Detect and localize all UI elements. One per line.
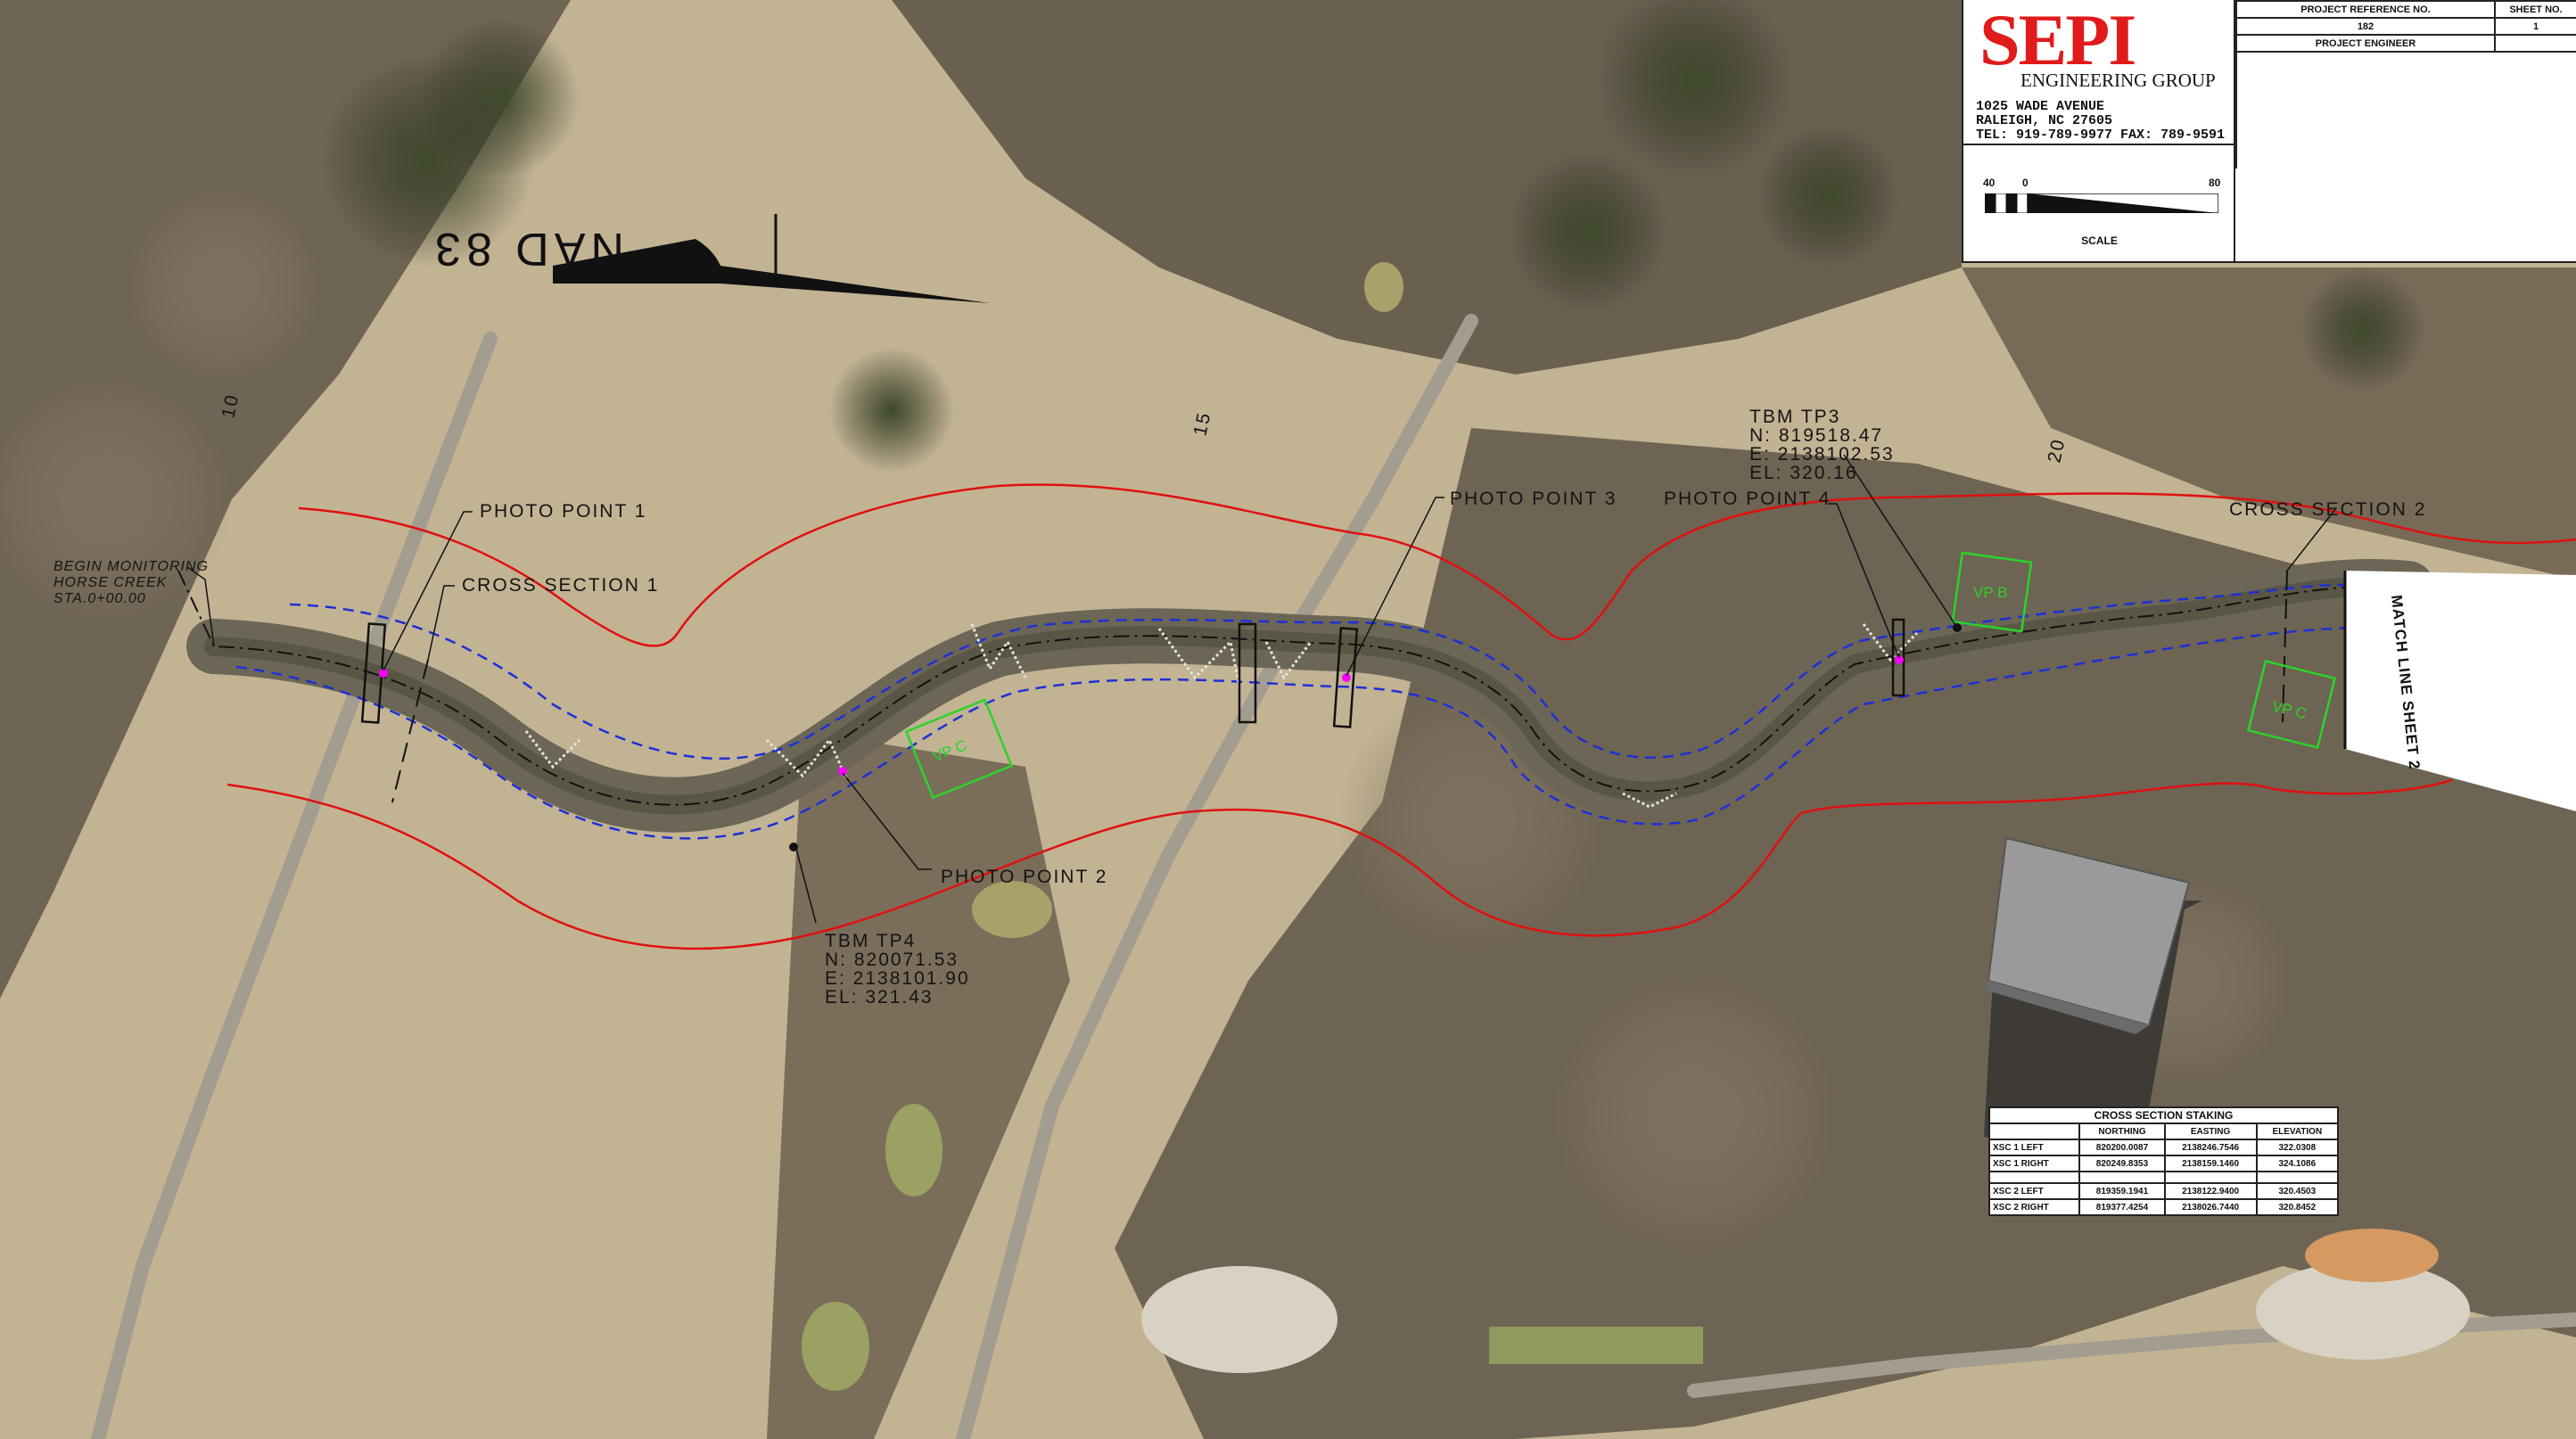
svg-text:EL: 320.16: EL: 320.16 bbox=[1749, 463, 1858, 483]
veg-plot-b-label: VP B bbox=[1973, 584, 2007, 601]
logo-area: SEPI ENGINEERING GROUP 1025 WADE AVENUE … bbox=[1963, 0, 2235, 145]
svg-text:STA.0+00.00: STA.0+00.00 bbox=[53, 591, 146, 606]
svg-text:E: 2138102.53: E: 2138102.53 bbox=[1749, 444, 1895, 465]
row-label: XSC 1 RIGHT bbox=[1988, 1155, 2081, 1172]
veg-plot-b bbox=[1951, 551, 2033, 633]
vegetation-plots bbox=[904, 551, 2337, 800]
scale-area: 40 0 80 SCALE bbox=[1963, 145, 2235, 261]
label-leaders bbox=[383, 454, 2337, 924]
company-address: 1025 WADE AVENUE RALEIGH, NC 27605 TEL: … bbox=[1976, 99, 2226, 143]
staking-col-blank bbox=[1988, 1122, 2081, 1140]
benchmark-tp3-label: TBM TP3 N: 819518.47 E: 2138102.53 EL: 3… bbox=[1749, 407, 1895, 483]
conservation-easement-boundary bbox=[226, 483, 2576, 950]
elevation-cell: 324.1086 bbox=[2255, 1155, 2340, 1172]
staking-col-elevation: ELEVATION bbox=[2255, 1122, 2340, 1140]
in-stream-structures bbox=[524, 623, 1919, 809]
photo-point-4-label: PHOTO POINT 4 bbox=[1664, 489, 1831, 509]
svg-text:E: 2138101.90: E: 2138101.90 bbox=[825, 968, 970, 989]
title-block: SEPI ENGINEERING GROUP 1025 WADE AVENUE … bbox=[1962, 0, 2576, 263]
photo-point-2-label: PHOTO POINT 2 bbox=[941, 867, 1107, 887]
company-logo: SEPI bbox=[1979, 0, 2136, 80]
project-reference-table: PROJECT REFERENCE NO. SHEET NO. 182 1 PR… bbox=[2235, 0, 2576, 169]
match-line-area bbox=[2345, 571, 2576, 811]
easting-cell: 2138122.9400 bbox=[2163, 1182, 2258, 1200]
veg-plot-c2 bbox=[2246, 659, 2337, 750]
row-label: XSC 2 LEFT bbox=[1988, 1182, 2081, 1200]
staking-col-northing: NORTHING bbox=[2078, 1122, 2166, 1140]
project-reference-header: PROJECT REFERENCE NO. bbox=[2235, 0, 2496, 19]
project-engineer-header: PROJECT ENGINEER bbox=[2235, 34, 2496, 53]
table-row: XSC 1 RIGHT 820249.8353 2138159.1460 324… bbox=[1988, 1155, 2340, 1172]
scale-caption: SCALE bbox=[2081, 234, 2118, 247]
staking-col-easting: EASTING bbox=[2163, 1122, 2258, 1140]
company-logo-subtitle: ENGINEERING GROUP bbox=[2020, 70, 2216, 91]
northing-cell: 820249.8353 bbox=[2078, 1155, 2166, 1172]
svg-text:N: 819518.47: N: 819518.47 bbox=[1749, 425, 1883, 446]
cross-section-staking-table: CROSS SECTION STAKING NORTHING EASTING E… bbox=[1988, 1106, 2340, 1216]
table-row: XSC 1 LEFT 820200.0087 2138246.7546 322.… bbox=[1988, 1139, 2340, 1156]
stream-centerline bbox=[177, 570, 2408, 806]
photo-point-1-label: PHOTO POINT 1 bbox=[480, 501, 646, 522]
north-arrow: NAD 83 bbox=[430, 214, 990, 303]
northing-cell: 819377.4254 bbox=[2078, 1198, 2166, 1216]
northing-cell: 820200.0087 bbox=[2078, 1139, 2166, 1156]
row-label: XSC 2 RIGHT bbox=[1988, 1198, 2081, 1216]
cross-section-2-label: CROSS SECTION 2 bbox=[2229, 499, 2426, 520]
svg-text:HORSE CREEK: HORSE CREEK bbox=[53, 575, 168, 590]
veg-plot-c1 bbox=[904, 698, 1014, 800]
benchmark-tp4-label: TBM TP4 N: 820071.53 E: 2138101.90 EL: 3… bbox=[825, 931, 970, 1007]
elevation-cell: 322.0308 bbox=[2255, 1139, 2340, 1156]
station-15: 15 bbox=[1189, 409, 1214, 438]
elevation-cell: 320.8452 bbox=[2255, 1198, 2340, 1216]
photo-point-3-label: PHOTO POINT 3 bbox=[1450, 489, 1617, 509]
cross-section-lines bbox=[391, 570, 2288, 803]
northing-cell: 819359.1941 bbox=[2078, 1182, 2166, 1200]
svg-text:BEGIN MONITORING: BEGIN MONITORING bbox=[53, 559, 209, 574]
sheet-no-header: SHEET NO. bbox=[2494, 0, 2576, 19]
scale-zero-label: 0 bbox=[2022, 177, 2029, 189]
svg-text:TBM TP4: TBM TP4 bbox=[825, 931, 916, 951]
svg-text:N: 820071.53: N: 820071.53 bbox=[825, 950, 959, 970]
staking-table-title: CROSS SECTION STAKING bbox=[1988, 1106, 2339, 1124]
sheet-no-value: 1 bbox=[2494, 17, 2576, 36]
svg-text:TBM TP3: TBM TP3 bbox=[1749, 407, 1840, 427]
station-20: 20 bbox=[2044, 436, 2069, 465]
north-arrow-label: NAD 83 bbox=[430, 223, 624, 275]
table-row: XSC 2 RIGHT 819377.4254 2138026.7440 320… bbox=[1988, 1198, 2340, 1216]
scale-bar bbox=[1985, 193, 2218, 213]
maintenance-building bbox=[1984, 836, 2202, 1159]
begin-monitoring-label: BEGIN MONITORING HORSE CREEK STA.0+00.00 bbox=[53, 559, 215, 647]
cross-section-1-label: CROSS SECTION 1 bbox=[462, 575, 659, 596]
svg-text:EL: 321.43: EL: 321.43 bbox=[825, 987, 934, 1007]
blank-cell bbox=[2495, 34, 2576, 52]
table-spacer-row bbox=[1988, 1171, 2340, 1184]
easting-cell: 2138026.7440 bbox=[2163, 1198, 2258, 1216]
project-engineer-stamp-area bbox=[2235, 51, 2576, 169]
easting-cell: 2138159.1460 bbox=[2163, 1155, 2258, 1172]
table-row: XSC 2 LEFT 819359.1941 2138122.9400 320.… bbox=[1988, 1182, 2340, 1200]
station-10: 10 bbox=[218, 391, 243, 420]
row-label: XSC 1 LEFT bbox=[1988, 1139, 2081, 1156]
scale-max-label: 80 bbox=[2209, 177, 2221, 189]
stream-crossings bbox=[360, 618, 1905, 728]
easting-cell: 2138246.7546 bbox=[2163, 1139, 2258, 1156]
greens-and-bunkers bbox=[802, 262, 2470, 1391]
scale-min-label: 40 bbox=[1983, 177, 1996, 189]
elevation-cell: 320.4503 bbox=[2255, 1182, 2340, 1200]
top-of-bank-lines bbox=[235, 583, 2408, 840]
photo-point-markers bbox=[379, 655, 1904, 776]
project-reference-value: 182 bbox=[2235, 17, 2496, 36]
